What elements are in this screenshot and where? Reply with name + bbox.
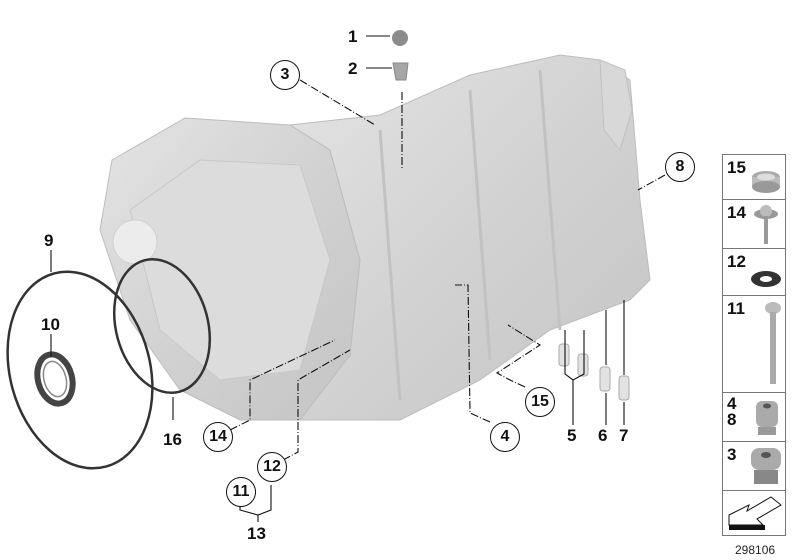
- callout-4[interactable]: 4: [490, 422, 520, 452]
- callout-14[interactable]: 14: [203, 422, 233, 452]
- spacer-sleeve-icon: [752, 171, 780, 193]
- legend-item-4-8[interactable]: 4 8: [722, 392, 786, 441]
- callout-1[interactable]: 1: [348, 27, 358, 46]
- callout-10[interactable]: 10: [41, 315, 60, 334]
- callout-7[interactable]: 7: [619, 426, 629, 445]
- legend-item-12[interactable]: 12: [722, 248, 786, 295]
- plug-2: [392, 62, 409, 81]
- legend-item-15[interactable]: 15: [722, 154, 786, 199]
- parts-legend: 15 14 12 11 4 8 3: [722, 154, 786, 536]
- legend-item-14[interactable]: 14: [722, 199, 786, 248]
- callout-12[interactable]: 12: [257, 452, 287, 482]
- callout-8[interactable]: 8: [665, 152, 695, 182]
- screw-with-washer-icon: [754, 205, 778, 244]
- long-screw-icon: [765, 302, 781, 384]
- callout-9[interactable]: 9: [44, 231, 54, 250]
- o-ring-9: [6, 270, 154, 470]
- screw-plug-small-icon: [756, 401, 778, 435]
- callout-16[interactable]: 16: [163, 430, 182, 449]
- callout-15[interactable]: 15: [525, 387, 555, 417]
- callout-3[interactable]: 3: [270, 60, 300, 90]
- callout-13[interactable]: 13: [247, 524, 266, 543]
- o-ring-16: [112, 257, 212, 395]
- callout-11[interactable]: 11: [226, 477, 256, 507]
- legend-item-arrow[interactable]: [722, 490, 786, 536]
- direction-arrow-icon: [728, 496, 782, 530]
- legend-item-3[interactable]: 3: [722, 441, 786, 490]
- sealing-washer-icon: [751, 271, 781, 287]
- catalog-number: 298106: [735, 543, 776, 557]
- legend-item-11[interactable]: 11: [722, 295, 786, 392]
- oil-filler-cap-1: [392, 30, 408, 46]
- callout-2[interactable]: 2: [348, 59, 358, 78]
- shaft-seal-10: [34, 351, 76, 407]
- callout-5[interactable]: 5: [567, 426, 577, 445]
- screw-plug-large-icon: [751, 448, 781, 484]
- callout-6[interactable]: 6: [598, 426, 608, 445]
